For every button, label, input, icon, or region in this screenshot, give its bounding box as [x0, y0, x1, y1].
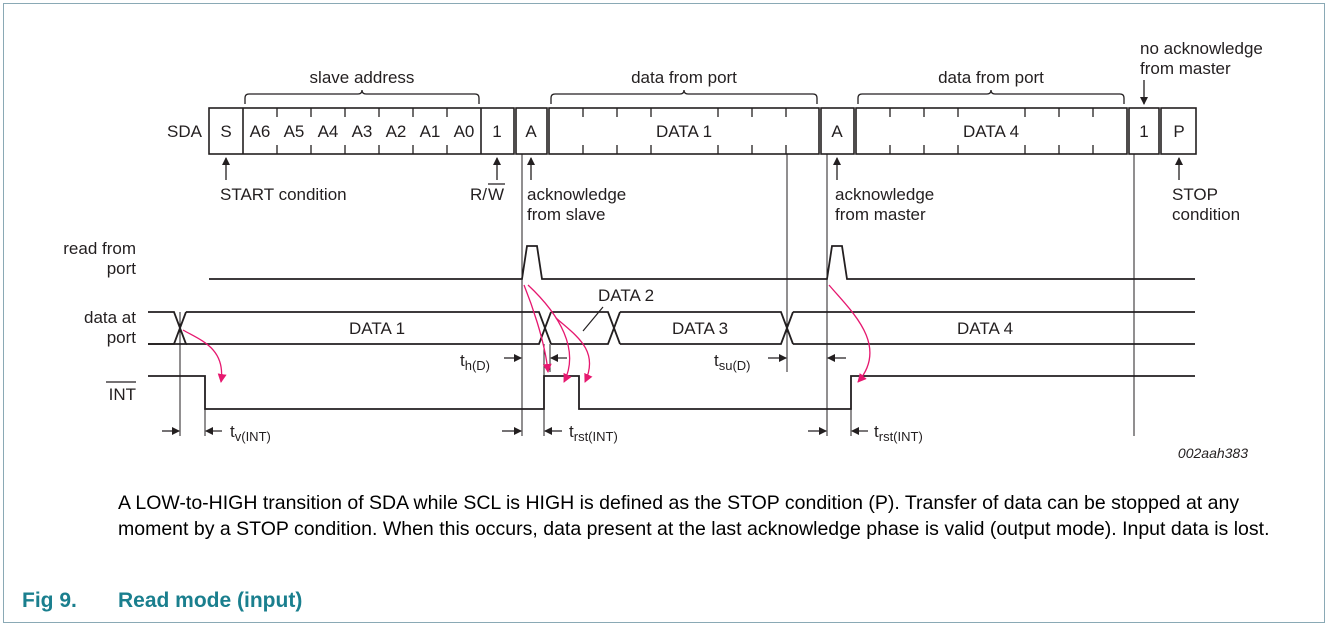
slave-address-label: slave address [310, 68, 415, 87]
figure-code: 002aah383 [1178, 445, 1248, 461]
figure-title: Read mode (input) [118, 589, 303, 612]
causal-arrows [182, 284, 871, 383]
int-waveform [148, 375, 1195, 410]
sda-cell: A [525, 122, 537, 141]
stop-condition-label: condition [1172, 205, 1240, 224]
sda-cell: S [220, 122, 231, 141]
figure-frame [3, 3, 1325, 623]
figure-caption: A LOW-to-HIGH transition of SDA while SC… [118, 492, 1270, 540]
data-from-port-label-2: data from port [938, 68, 1044, 87]
t-valid-label: tv(INT) [230, 422, 271, 444]
slave-address-brace [244, 89, 480, 104]
stop-condition-label: STOP [1172, 185, 1218, 204]
sda-cell: 1 [492, 122, 501, 141]
data-at-port-bus [148, 311, 1195, 345]
t-reset-label-1: trst(INT) [569, 422, 618, 444]
sda-cell: A4 [318, 122, 339, 141]
sda-cell: DATA 4 [963, 122, 1019, 141]
no-ack-label: from master [1140, 59, 1231, 78]
data4-bit-ticks [889, 108, 1094, 154]
sda-cell: A0 [454, 122, 475, 141]
sda-label: SDA [167, 122, 203, 141]
ack-slave-label: acknowledge [527, 185, 626, 204]
t-setup-label: tsu(D) [714, 351, 751, 373]
ack-master-label: acknowledge [835, 185, 934, 204]
sda-cells: S A6 A5 A4 A3 A2 A1 A0 1 A DATA 1 A DATA… [220, 122, 1184, 141]
sda-cell: P [1173, 122, 1184, 141]
port-data-label: DATA 1 [349, 319, 405, 338]
sda-cell: A5 [284, 122, 305, 141]
no-ack-label: no acknowledge [1140, 39, 1263, 58]
data2-callout-label: DATA 2 [598, 286, 654, 305]
data-at-port-label: data at [84, 308, 136, 327]
data-at-port-label: port [107, 328, 137, 347]
figure-number: Fig 9. [22, 589, 77, 612]
t-hold-label: th(D) [460, 351, 490, 373]
data-from-port-label-1: data from port [631, 68, 737, 87]
port-data-label: DATA 4 [957, 319, 1013, 338]
start-condition-label: START condition [220, 185, 347, 204]
sda-cell: A3 [352, 122, 373, 141]
sda-cell: A1 [420, 122, 441, 141]
read-from-port-label: port [107, 259, 137, 278]
sda-cell: A6 [250, 122, 271, 141]
sda-cell: 1 [1139, 122, 1148, 141]
sda-cell: DATA 1 [656, 122, 712, 141]
address-bit-ticks [276, 108, 448, 154]
read-from-port-label: read from [63, 239, 136, 258]
int-label: INT [109, 385, 136, 404]
ack-slave-label: from slave [527, 205, 605, 224]
data1-bit-ticks [582, 108, 787, 154]
sda-cell: A [831, 122, 843, 141]
timing-arrows [162, 306, 868, 435]
t-reset-label-2: trst(INT) [874, 422, 923, 444]
sda-cell: A2 [386, 122, 407, 141]
sda-frame [208, 107, 1197, 155]
data-from-port-brace-2 [857, 89, 1125, 104]
port-data-label: DATA 3 [672, 319, 728, 338]
rw-bar-label: W [488, 185, 504, 204]
ack-master-label: from master [835, 205, 926, 224]
rw-label: R/ [470, 185, 487, 204]
read-from-port-waveform [209, 245, 1195, 280]
data-from-port-brace-1 [550, 89, 818, 104]
